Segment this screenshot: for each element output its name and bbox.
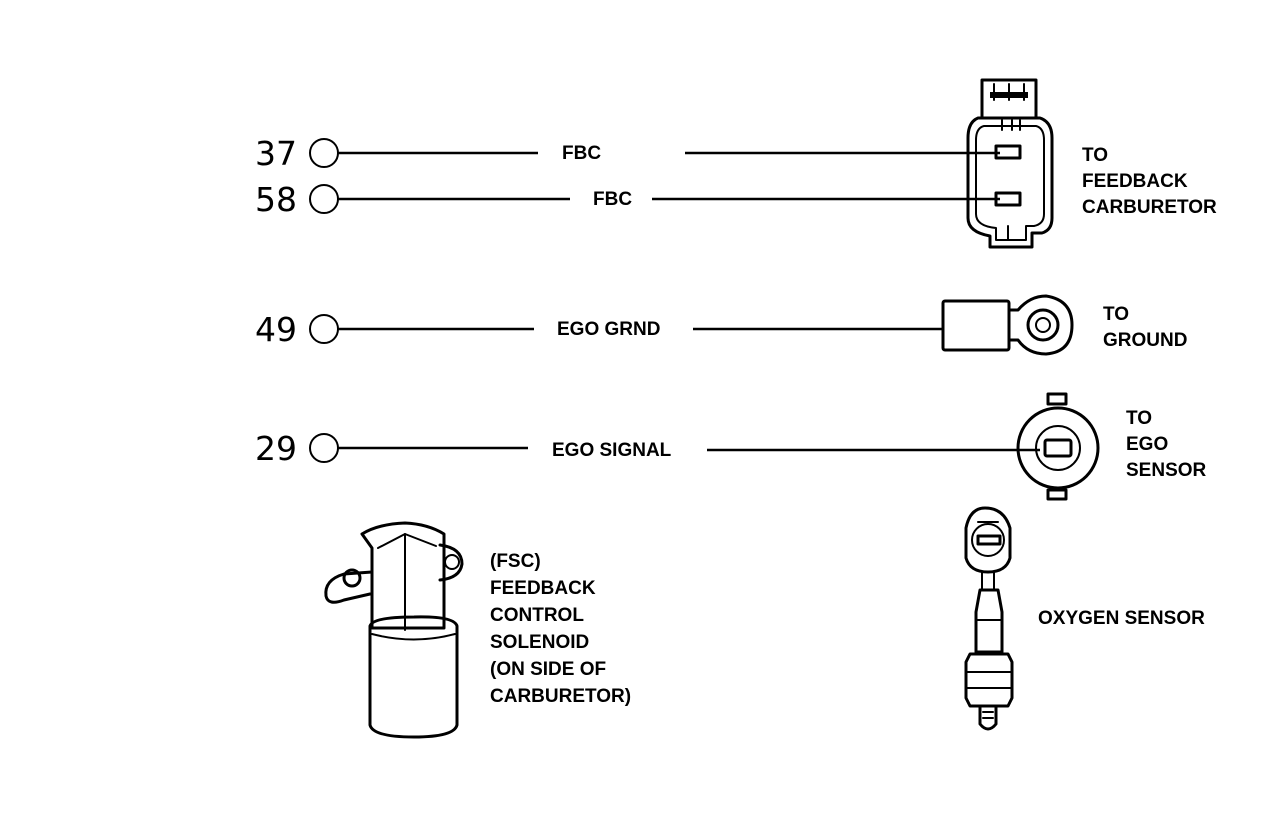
svg-text:EGO: EGO [1126, 434, 1168, 455]
circuit-58-fbc: 58 FBC [255, 180, 1000, 219]
to-ego-sensor-label: TO EGO SENSOR [1126, 408, 1207, 481]
pin-58-label: 58 [255, 180, 297, 219]
oxygen-sensor-icon [964, 506, 1014, 731]
svg-text:(FSC): (FSC) [490, 551, 541, 572]
ego-sensor-connector-icon [1016, 392, 1100, 501]
pin-49-terminal [309, 314, 339, 344]
svg-text:SOLENOID: SOLENOID [490, 632, 589, 653]
wire-37-label: FBC [562, 143, 601, 164]
pin-29-label: 29 [255, 429, 297, 468]
feedback-control-solenoid-icon [324, 521, 464, 739]
pin-29-terminal [309, 433, 339, 463]
circuit-29-ego-signal: 29 EGO SIGNAL [255, 429, 1040, 468]
svg-text:TO: TO [1103, 304, 1129, 325]
svg-text:FEEDBACK: FEEDBACK [490, 578, 596, 599]
svg-text:CONTROL: CONTROL [490, 605, 584, 626]
feedback-carburetor-connector-icon [966, 78, 1054, 249]
pin-37-terminal [309, 138, 339, 168]
fsc-solenoid-label: (FSC) FEEDBACK CONTROL SOLENOID (ON SIDE… [490, 551, 631, 707]
circuit-37-v-power: 37 FBC [255, 134, 1000, 173]
svg-text:CARBURETOR: CARBURETOR [1082, 197, 1217, 218]
svg-text:SENSOR: SENSOR [1126, 460, 1207, 481]
svg-text:CARBURETOR): CARBURETOR) [490, 686, 631, 707]
oxygen-sensor-label: OXYGEN SENSOR [1038, 608, 1205, 629]
wire-58-label: FBC [593, 189, 632, 210]
svg-text:GROUND: GROUND [1103, 330, 1187, 351]
pin-37-label: 37 [255, 134, 297, 173]
wire-29-label: EGO SIGNAL [552, 440, 672, 461]
wire-49-label: EGO GRND [557, 319, 660, 340]
ground-terminal-icon [941, 294, 1074, 356]
to-feedback-carburetor-label: TO FEEDBACK CARBURETOR [1082, 145, 1217, 218]
svg-text:(ON SIDE OF: (ON SIDE OF [490, 659, 606, 680]
circuit-49-ego-grnd: 49 EGO GRND [255, 310, 943, 349]
svg-text:TO: TO [1126, 408, 1152, 429]
to-ground-label: TO GROUND [1103, 304, 1187, 351]
pin-58-terminal [309, 184, 339, 214]
svg-text:FEEDBACK: FEEDBACK [1082, 171, 1188, 192]
pin-49-label: 49 [255, 310, 297, 349]
svg-text:TO: TO [1082, 145, 1108, 166]
